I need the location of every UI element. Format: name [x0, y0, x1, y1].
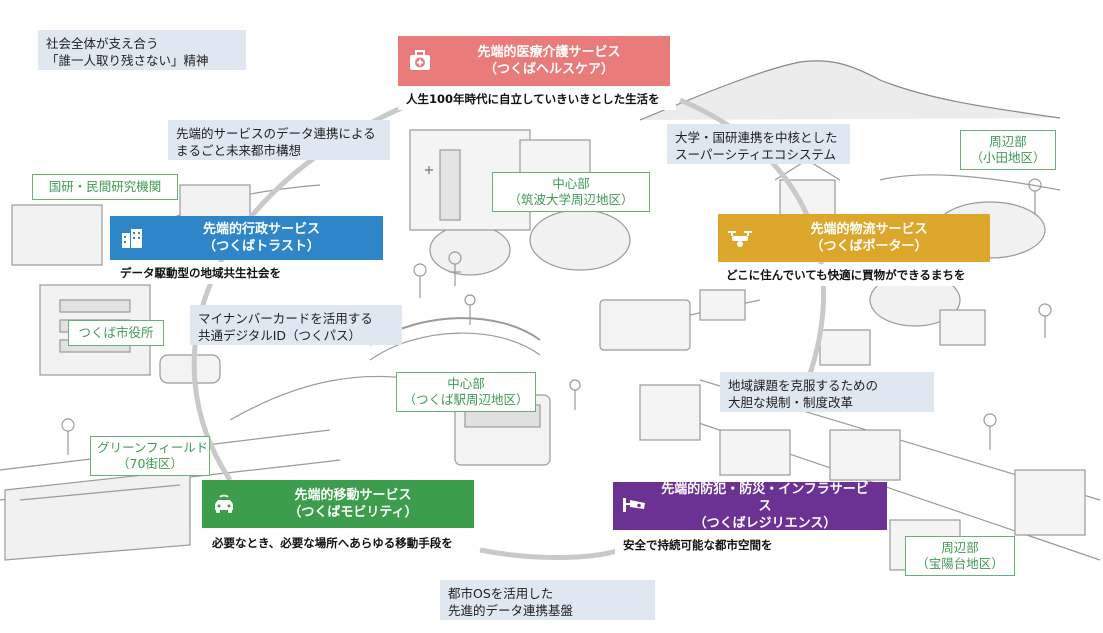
- camera-icon: [613, 496, 657, 516]
- service-mobility: 先端的移動サービス （つくばモビリティ）: [202, 480, 474, 528]
- car-icon: [202, 494, 246, 514]
- service-mobility-header: 先端的移動サービス （つくばモビリティ）: [202, 480, 474, 528]
- service-health: 先端的医療介護サービス （つくばヘルスケア）: [398, 36, 670, 86]
- note-text: 地域課題を克服するための: [728, 378, 879, 393]
- service-subtitle: （つくばモビリティ）: [288, 505, 418, 520]
- note-text: 先端的サービスのデータ連携による: [176, 126, 376, 141]
- note-data-linkage: 先端的サービスのデータ連携による まるごと未来都市構想: [168, 120, 390, 160]
- service-admin: 先端的行政サービス （つくばトラスト）: [110, 216, 383, 260]
- service-health-header: 先端的医療介護サービス （つくばヘルスケア）: [398, 36, 670, 86]
- note-regulation: 地域課題を克服するための 大胆な規制・制度改革: [720, 372, 934, 412]
- note-city-os: 都市OSを活用した 先進的データ連携基盤: [440, 580, 655, 620]
- area-label: （筑波大学周辺地区）: [508, 192, 634, 207]
- note-text: まるごと未来都市構想: [176, 143, 302, 158]
- note-text: 「誰一人取り残さない」精神: [46, 53, 209, 68]
- area-label: つくば市役所: [78, 325, 154, 340]
- service-admin-header: 先端的行政サービス （つくばトラスト）: [110, 216, 383, 260]
- area-label: （宝陽台地区）: [916, 556, 1004, 571]
- note-text: 先進的データ連携基盤: [448, 603, 574, 618]
- note-text: 大胆な規制・制度改革: [728, 395, 854, 410]
- area-research-institutes: 国研・民間研究機関: [32, 174, 178, 200]
- note-text: マイナンバーカードを活用する: [198, 311, 373, 326]
- note-ecosystem: 大学・国研連携を中核とした スーパーシティエコシステム: [667, 124, 850, 164]
- note-text: 社会全体が支え合う: [46, 36, 159, 51]
- note-text: スーパーシティエコシステム: [675, 147, 837, 162]
- note-text: 都市OSを活用した: [448, 586, 554, 601]
- area-greenfield: グリーンフィールド （70街区）: [90, 436, 210, 476]
- area-label: （小田地区）: [970, 150, 1046, 165]
- service-title: 先端的防犯・防災・インフラサービス: [661, 481, 869, 514]
- area-label: 中心部: [552, 176, 590, 191]
- service-logistics: 先端的物流サービス （つくばポーター）: [718, 214, 990, 262]
- service-logistics-caption: どこに住んでいても快適に買物ができるまちを: [718, 264, 990, 286]
- service-resilience-header: 先端的防犯・防災・インフラサービス（つくばレジリエンス）: [613, 481, 887, 531]
- drone-icon: [718, 228, 762, 248]
- service-title: 先端的移動サービス: [294, 488, 412, 503]
- area-label: （70街区）: [117, 456, 183, 471]
- service-logistics-header: 先端的物流サービス （つくばポーター）: [718, 214, 990, 262]
- note-text: 大学・国研連携を中核とした: [675, 130, 838, 145]
- service-subtitle: （つくばトラスト）: [203, 239, 320, 254]
- medical-bag-icon: [398, 50, 442, 72]
- area-label: 中心部: [447, 376, 485, 391]
- note-social-support: 社会全体が支え合う 「誰一人取り残さない」精神: [38, 30, 246, 70]
- buildings-icon: [110, 227, 154, 249]
- service-subtitle: （つくばポーター）: [810, 239, 928, 254]
- area-label: 周辺部: [941, 540, 979, 555]
- service-title: 先端的行政サービス: [202, 222, 320, 237]
- area-city-hall: つくば市役所: [68, 320, 164, 346]
- area-label: 国研・民間研究機関: [48, 179, 162, 194]
- service-health-caption: 人生100年時代に自立していきいきとした生活を: [398, 88, 676, 110]
- area-periphery-hodai: 周辺部 （宝陽台地区）: [905, 536, 1015, 576]
- area-center-university: 中心部 （筑波大学周辺地区）: [492, 172, 650, 212]
- service-title: 先端的医療介護サービス: [477, 45, 621, 60]
- note-mynumber: マイナンバーカードを活用する 共通デジタルID（つくパス）: [190, 305, 402, 345]
- service-subtitle: （つくばレジリエンス）: [693, 515, 837, 531]
- area-center-station: 中心部 （つくば駅周辺地区）: [396, 372, 536, 412]
- service-resilience: 先端的防犯・防災・インフラサービス（つくばレジリエンス）: [613, 481, 887, 531]
- note-text: 共通デジタルID（つくパス）: [198, 328, 362, 343]
- service-title: 先端的物流サービス: [810, 222, 928, 237]
- area-label: グリーンフィールド: [97, 440, 209, 455]
- area-label: 周辺部: [989, 134, 1027, 149]
- area-label: （つくば駅周辺地区）: [403, 392, 529, 407]
- service-admin-caption: データ駆動型の地域共生社会を: [112, 262, 289, 284]
- service-mobility-caption: 必要なとき、必要な場所へあらゆる移動手段を: [204, 532, 461, 554]
- service-resilience-caption: 安全で持続可能な都市空間を: [615, 534, 781, 556]
- area-periphery-oda: 周辺部 （小田地区）: [960, 130, 1056, 170]
- service-subtitle: （つくばヘルスケア）: [483, 62, 614, 77]
